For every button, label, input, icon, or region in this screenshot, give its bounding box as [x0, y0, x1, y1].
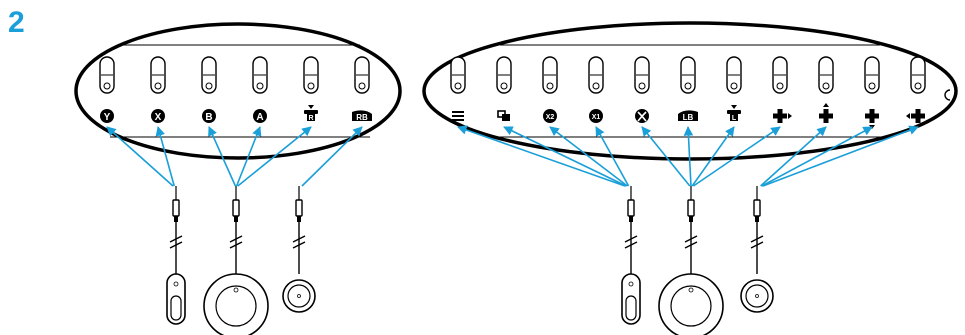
mapping-arrow [762, 125, 919, 187]
dpad-up-icon [819, 103, 833, 123]
bumper-label: RB [356, 113, 368, 122]
mapping-arrow [503, 126, 627, 187]
menu-icon [452, 111, 464, 121]
small-button-oval [166, 186, 186, 325]
button-label: B [205, 112, 212, 123]
view-icon [497, 110, 510, 121]
rb-bumper-icon: RB [352, 110, 372, 122]
port-slot: LB [678, 56, 698, 187]
large-round-button [658, 186, 724, 335]
port-slot: Y [99, 56, 174, 187]
mapping-arrow [641, 126, 691, 187]
mapping-arrow [760, 126, 827, 187]
port-slot: X1 [588, 56, 630, 187]
mapping-arrow [106, 126, 174, 187]
port-slot [760, 56, 834, 187]
jack-hole [358, 82, 366, 90]
mapping-arrow [683, 126, 694, 187]
button-label: X1 [592, 114, 601, 121]
jack-hole [592, 82, 600, 90]
port-slot [634, 56, 691, 187]
port-slot [450, 56, 626, 187]
mapping-arrow [549, 126, 628, 187]
jack-hole [868, 82, 876, 90]
panel-housing [74, 22, 402, 160]
step-number: 2 [8, 6, 25, 39]
port-slot: X2 [542, 56, 628, 187]
lb-bumper-icon: LB [678, 110, 698, 122]
jack-hole [205, 82, 213, 90]
jack-hole [730, 82, 738, 90]
jack-hole [546, 82, 554, 90]
port-slot: X [150, 56, 175, 187]
port-slot [762, 56, 926, 187]
xbox-logo-icon [635, 109, 649, 123]
mapping-arrow [692, 126, 781, 187]
jack-hole [914, 82, 922, 90]
left-port-panel: Y X B A R RB [74, 22, 402, 335]
jack-hole [638, 82, 646, 90]
mapping-arrow [691, 126, 735, 187]
jack-hole [776, 82, 784, 90]
b-button-icon: B [202, 109, 216, 123]
port-slot [761, 56, 880, 187]
port-slot: B [201, 56, 237, 187]
jack-hole [684, 82, 692, 90]
jack-hole [307, 82, 315, 90]
mapping-arrow [235, 126, 262, 187]
mapping-arrow [761, 126, 873, 187]
dpad-down-icon [865, 109, 879, 129]
y-button-icon: Y [100, 109, 114, 123]
x2-button-icon: X2 [543, 109, 557, 123]
right-stick-click-icon: R [304, 105, 318, 122]
port-slot: L [691, 56, 742, 187]
mapping-arrow [237, 126, 312, 187]
jack-hole [154, 82, 162, 90]
large-round-button [203, 186, 269, 335]
button-label: A [256, 112, 263, 123]
mapping-arrow [595, 126, 630, 187]
jack-hole [500, 82, 508, 90]
stick-label: R [308, 115, 313, 122]
mapping-arrow [301, 126, 363, 187]
small-button-oval [621, 186, 641, 325]
small-round-button [740, 186, 774, 313]
bumper-label: LB [683, 113, 694, 122]
stick-label: L [732, 115, 737, 122]
x-button-icon: X [151, 109, 165, 123]
port-slot: RB [301, 56, 372, 187]
left-stick-click-icon: L [727, 105, 741, 122]
port-slot [496, 56, 627, 187]
a-button-icon: A [253, 109, 267, 123]
jack-hole [822, 82, 830, 90]
port-slot: R [237, 56, 319, 187]
mapping-arrow [208, 126, 237, 187]
panel-edge-notch [944, 89, 951, 101]
small-round-button [282, 186, 316, 313]
mapping-arrow [457, 125, 626, 187]
jack-hole [256, 82, 264, 90]
button-label: Y [104, 112, 111, 123]
x1-button-icon: X1 [589, 109, 603, 123]
dpad-right-icon [773, 109, 792, 123]
mapping-arrow [155, 126, 175, 187]
jack-hole [103, 82, 111, 90]
right-port-panel: X2 X1 LB L [422, 21, 958, 335]
button-label: X2 [546, 114, 555, 121]
dpad-left-icon [906, 109, 925, 123]
port-slot [692, 56, 792, 187]
port-slot: A [235, 56, 268, 187]
jack-hole [454, 82, 462, 90]
button-label: X [155, 112, 162, 123]
